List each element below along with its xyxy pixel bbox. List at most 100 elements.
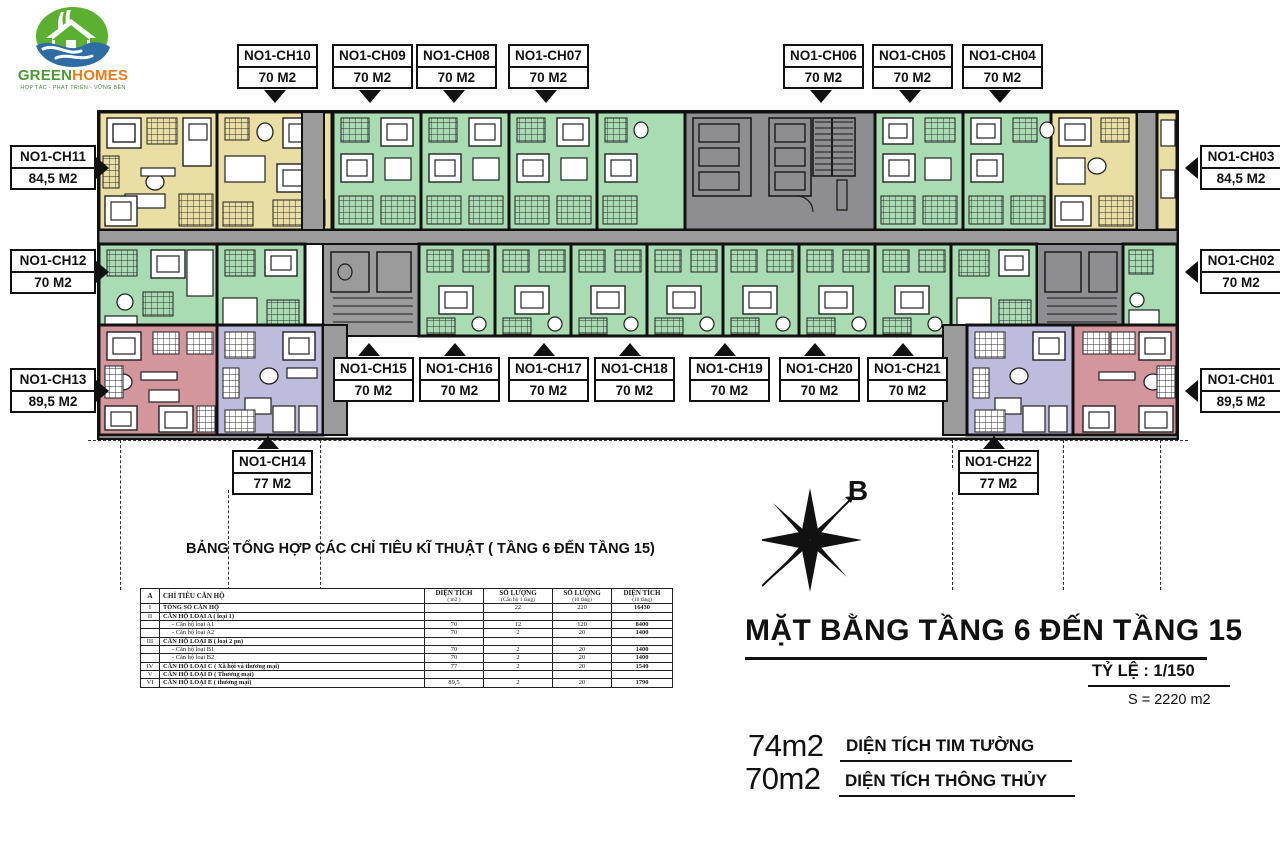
drawing-title: MẶT BẰNG TẦNG 6 ĐẾN TẦNG 15 [745,614,1243,647]
pointer-down-icon [989,90,1011,103]
callout-area: 77 M2 [253,475,292,491]
callout-left-ch11[interactable]: NO1-CH11 84,5 M2 [10,145,109,190]
table-header-row: A CHỈ TIÊU CĂN HỘ DIỆN TÍCH ( m2 ) SỐ LƯ… [140,587,673,605]
row-area-total: 1400 [611,628,673,638]
callout-area: 70 M2 [888,382,927,398]
th-qty-total: SỐ LƯỢNG (10 tầng) [552,587,612,605]
pointer-up-icon [257,436,279,449]
callout-top-ch08[interactable]: NO1-CH08 70 M2 [416,44,497,103]
legend-row-thong-thuy: 70m2 DIỆN TÍCH THÔNG THỦY [745,761,1075,797]
pointer-down-icon [899,90,921,103]
callout-area: 77 M2 [979,475,1018,491]
callout-mid-ch16[interactable]: NO1-CH16 70 M2 [419,343,500,402]
callout-bottom-ch22[interactable]: NO1-CH22 77 M2 [958,436,1039,495]
grid-line-c [320,440,321,590]
pointer-down-icon [535,90,557,103]
callout-top-ch05[interactable]: NO1-CH05 70 M2 [872,44,953,103]
logo-brand-orange: HOMES [72,67,129,84]
callout-code: NO1-CH21 [869,359,946,381]
logo-tagline: HỢP TÁC - PHÁT TRIỂN - VỮNG BỀN [20,85,126,91]
row-area-total [611,636,673,647]
core-lower [330,251,413,323]
callout-mid-ch21[interactable]: NO1-CH21 70 M2 [867,343,948,402]
corridor-band [96,229,1180,245]
pointer-up-icon [983,436,1005,449]
th-qty-floor-sub: (Căn hộ 1 tầng) [501,597,535,604]
callout-code: NO1-CH11 [12,147,94,169]
central-core [683,110,877,232]
drawing-total-area: S = 2220 m2 [1128,692,1211,708]
callout-left-ch13[interactable]: NO1-CH13 89,5 M2 [10,368,109,413]
th-area-total: DIỆN TÍCH (10 tầng) [611,587,673,605]
grid-line-a [120,440,121,590]
callout-code: NO1-CH05 [874,46,951,68]
drawing-scale: TỶ LỆ : 1/150 [1092,662,1195,680]
callout-area: 70 M2 [983,69,1022,85]
row-area [424,636,484,647]
callout-right-ch02[interactable]: NO1-CH02 70 M2 [1185,249,1280,294]
row-qty-floor [483,670,553,680]
row-label: TỔNG SỐ CĂN HỘ [159,603,425,613]
pointer-right-icon [96,380,109,402]
core-lower-right [1044,251,1118,323]
grid-line-f [1063,440,1064,590]
callout-area: 70 M2 [258,69,297,85]
callout-code: NO1-CH12 [12,251,94,273]
callout-area: 70 M2 [1222,274,1260,290]
row-label: CĂN HỘ LOẠI E ( thương mại) [159,678,425,688]
row-label: CĂN HỘ LOẠI B ( loại 2 pn) [159,636,425,647]
pointer-down-icon [264,90,286,103]
callout-area: 70 M2 [615,382,654,398]
callout-mid-ch17[interactable]: NO1-CH17 70 M2 [508,343,589,402]
callout-mid-ch18[interactable]: NO1-CH18 70 M2 [594,343,675,402]
callout-area: 70 M2 [800,382,839,398]
row-index: I [140,603,160,613]
ch13-fixtures [104,331,216,433]
row-qty-floor: 2 [483,628,553,638]
ch01-fixtures [1082,331,1176,433]
logo-brand-text: GREENHOMES [8,68,138,83]
row-qty-total: 20 [552,653,612,663]
technical-summary-table: A CHỈ TIÊU CĂN HỘ DIỆN TÍCH ( m2 ) SỐ LƯ… [140,587,673,688]
legend-desc: DIỆN TÍCH THÔNG THỦY [845,771,1048,790]
callout-area: 70 M2 [529,382,568,398]
legend-value: 70m2 [745,761,821,796]
callout-area: 70 M2 [34,274,72,290]
callout-area: 70 M2 [893,69,932,85]
row-index: IV [140,661,160,672]
callout-top-ch10[interactable]: NO1-CH10 70 M2 [237,44,318,103]
pointer-up-icon [619,343,641,356]
callout-area: 70 M2 [710,382,749,398]
th-area-main: DIỆN TÍCH [435,589,473,597]
row-area [424,603,484,613]
callout-top-ch09[interactable]: NO1-CH09 70 M2 [332,44,413,103]
row-area-total [611,611,673,621]
pointer-left-icon [1185,380,1198,402]
unit-block-upper-left [97,110,334,232]
callout-right-ch03[interactable]: NO1-CH03 84,5 M2 [1185,145,1280,190]
callout-code: NO1-CH16 [421,359,498,381]
callout-top-ch04[interactable]: NO1-CH04 70 M2 [962,44,1043,103]
row-index [140,645,160,655]
pointer-down-icon [359,90,381,103]
callout-top-ch06[interactable]: NO1-CH06 70 M2 [783,44,864,103]
unit-block-lower [97,242,1179,338]
callout-mid-ch20[interactable]: NO1-CH20 70 M2 [779,343,860,402]
legend-underline [840,760,1072,762]
callout-left-ch12[interactable]: NO1-CH12 70 M2 [10,249,109,294]
callout-top-ch07[interactable]: NO1-CH07 70 M2 [508,44,589,103]
callout-mid-ch15[interactable]: NO1-CH15 70 M2 [333,343,414,402]
row-qty-total: 120 [552,619,612,630]
callout-mid-ch19[interactable]: NO1-CH19 70 M2 [689,343,770,402]
row-index [140,628,160,638]
callout-right-ch01[interactable]: NO1-CH01 89,5 M2 [1185,368,1280,413]
callout-code: NO1-CH20 [781,359,858,381]
row-qty-floor [483,636,553,647]
callout-bottom-ch14[interactable]: NO1-CH14 77 M2 [232,436,313,495]
